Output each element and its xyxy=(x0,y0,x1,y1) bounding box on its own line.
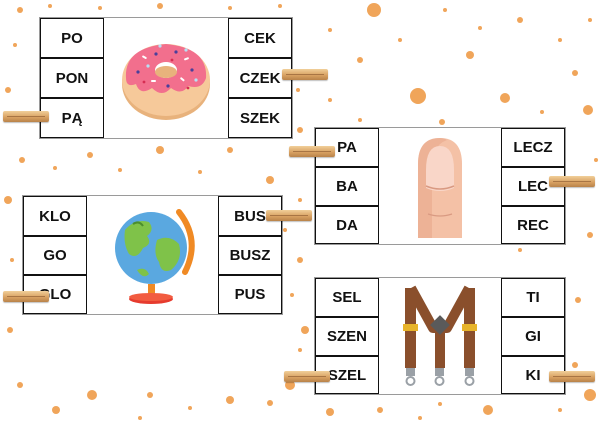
right-syllables: TI GI KI xyxy=(501,278,565,394)
syllable-box[interactable]: PA xyxy=(315,128,379,167)
syllable-box[interactable]: SEL xyxy=(315,278,379,317)
right-syllables: BUS BUSZ PUS xyxy=(218,196,282,314)
clothespin-icon[interactable] xyxy=(266,210,312,221)
card-donut: PO PON PĄ CEK CZEK SZEK xyxy=(39,17,293,139)
syllable-box[interactable]: DA xyxy=(315,206,379,244)
card-finger: PA BA DA LECZ LEC REC xyxy=(314,127,566,245)
syllable-box[interactable]: TI xyxy=(501,278,565,317)
card-globe: KLO GO GLO BUS BUSZ PUS xyxy=(22,195,283,315)
clothespin-icon[interactable] xyxy=(284,371,330,382)
syllable-box[interactable]: BA xyxy=(315,167,379,206)
syllable-box[interactable]: SZEN xyxy=(315,317,379,356)
clothespin-icon[interactable] xyxy=(3,111,49,122)
clothespin-icon[interactable] xyxy=(3,291,49,302)
left-syllables: PO PON PĄ xyxy=(40,18,104,138)
clothespin-icon[interactable] xyxy=(549,176,595,187)
syllable-box[interactable]: PĄ xyxy=(40,98,104,138)
left-syllables: PA BA DA xyxy=(315,128,379,244)
left-syllables: SEL SZEN SZEL xyxy=(315,278,379,394)
clothespin-icon[interactable] xyxy=(282,69,328,80)
syllable-box[interactable]: PON xyxy=(40,58,104,98)
card-suspenders: SEL SZEN SZEL TI GI KI xyxy=(314,277,566,395)
syllable-box[interactable]: LECZ xyxy=(501,128,565,167)
clothespin-icon[interactable] xyxy=(549,371,595,382)
suspenders-icon xyxy=(379,278,501,394)
syllable-box[interactable]: PO xyxy=(40,18,104,58)
right-syllables: LECZ LEC REC xyxy=(501,128,565,244)
syllable-box[interactable]: REC xyxy=(501,206,565,244)
syllable-box[interactable]: LEC xyxy=(501,167,565,206)
syllable-box[interactable]: SZEK xyxy=(228,98,292,138)
syllable-box[interactable]: GI xyxy=(501,317,565,356)
globe-icon xyxy=(87,196,218,314)
syllable-box[interactable]: BUSZ xyxy=(218,236,282,275)
syllable-box[interactable]: CEK xyxy=(228,18,292,58)
syllable-box[interactable]: KLO xyxy=(23,196,87,236)
left-syllables: KLO GO GLO xyxy=(23,196,87,314)
syllable-box[interactable]: PUS xyxy=(218,275,282,314)
syllable-box[interactable]: GO xyxy=(23,236,87,275)
clothespin-icon[interactable] xyxy=(289,146,335,157)
finger-icon xyxy=(379,128,501,244)
donut-icon xyxy=(104,18,228,138)
